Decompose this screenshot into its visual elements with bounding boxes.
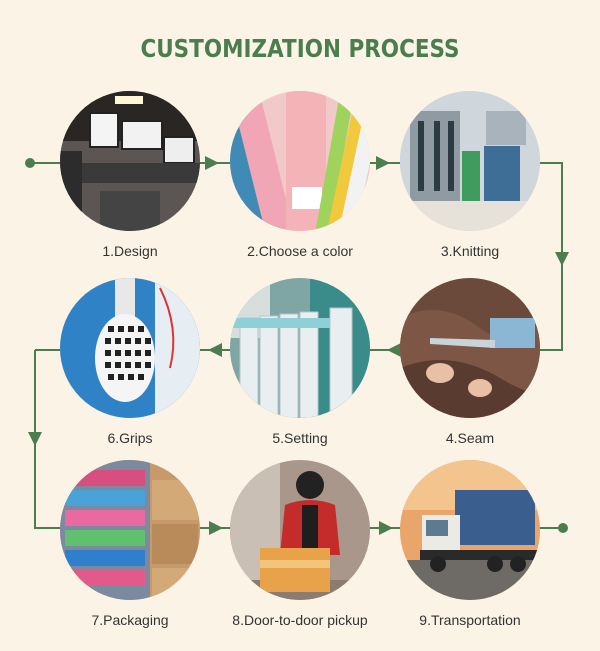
step-setting: 5.Setting: [226, 278, 374, 446]
step-label: 3.Knitting: [440, 243, 500, 259]
step-label: 9.Transportation: [419, 612, 521, 628]
design-photo: [60, 91, 200, 231]
color-swatch-photo: [230, 91, 370, 231]
step-pickup: 8.Door-to-door pickup: [226, 460, 374, 628]
step-seam: 4.Seam: [396, 278, 544, 446]
step-knitting: 3.Knitting: [396, 91, 544, 259]
step-label: 8.Door-to-door pickup: [232, 612, 368, 628]
step-label: 4.Seam: [445, 430, 495, 446]
step-design: 1.Design: [56, 91, 204, 259]
page-title: CUSTOMIZATION PROCESS: [140, 34, 460, 63]
step-label: 7.Packaging: [91, 612, 169, 628]
courier-photo: [230, 460, 370, 600]
step-choose-color: 2.Choose a color: [226, 91, 374, 259]
setting-photo: [230, 278, 370, 418]
packaging-photo: [60, 460, 200, 600]
step-transportation: 9.Transportation: [396, 460, 544, 628]
seam-photo: [400, 278, 540, 418]
step-label: 2.Choose a color: [247, 243, 353, 259]
step-label: 1.Design: [102, 243, 158, 259]
knitting-machine-photo: [400, 91, 540, 231]
step-packaging: 7.Packaging: [56, 460, 204, 628]
step-label: 6.Grips: [107, 430, 153, 446]
truck-photo: [400, 460, 540, 600]
step-label: 5.Setting: [272, 430, 328, 446]
step-grips: 6.Grips: [56, 278, 204, 446]
grips-photo: [60, 278, 200, 418]
